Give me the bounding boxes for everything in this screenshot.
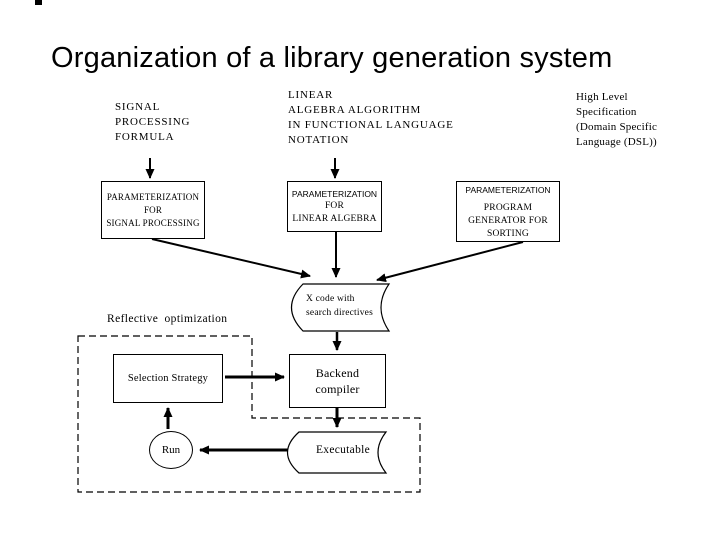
- arrow-param-signal-to-xcode: [151, 238, 311, 279]
- executable-label: Executable: [315, 444, 371, 456]
- high-level-spec-label: High Level Specification (Domain Specifi…: [576, 91, 658, 148]
- param-sorting-box: PARAMETERIZATION PROGRAM GENERATOR FOR S…: [456, 181, 560, 242]
- run-node: Run: [149, 431, 193, 469]
- reflective-optimization-label: Reflective optimization: [107, 313, 228, 325]
- param-signal-box: PARAMETERIZATION FOR SIGNAL PROCESSING: [101, 181, 205, 239]
- param-linear-box: PARAMETERIZATION FOR LINEAR ALGEBRA: [287, 181, 382, 232]
- linear-algebra-label: LINEAR ALGEBRA ALGORITHM IN FUNCTIONAL L…: [288, 89, 454, 146]
- arrow-param-sorting-to-xcode: [376, 241, 524, 283]
- xcode-shape: [290, 283, 391, 332]
- backend-compiler-box: Backend compiler: [289, 354, 386, 408]
- optimization-region-outline: [77, 335, 421, 493]
- selection-strategy-box: Selection Strategy: [113, 354, 223, 403]
- signal-formula-label: SIGNAL PROCESSING FORMULA: [115, 101, 191, 143]
- xcode-label: X code with search directives: [306, 294, 373, 318]
- slide-artifact-mark: [35, 0, 42, 5]
- executable-shape: [286, 431, 388, 474]
- slide-title: Organization of a library generation sys…: [51, 42, 613, 74]
